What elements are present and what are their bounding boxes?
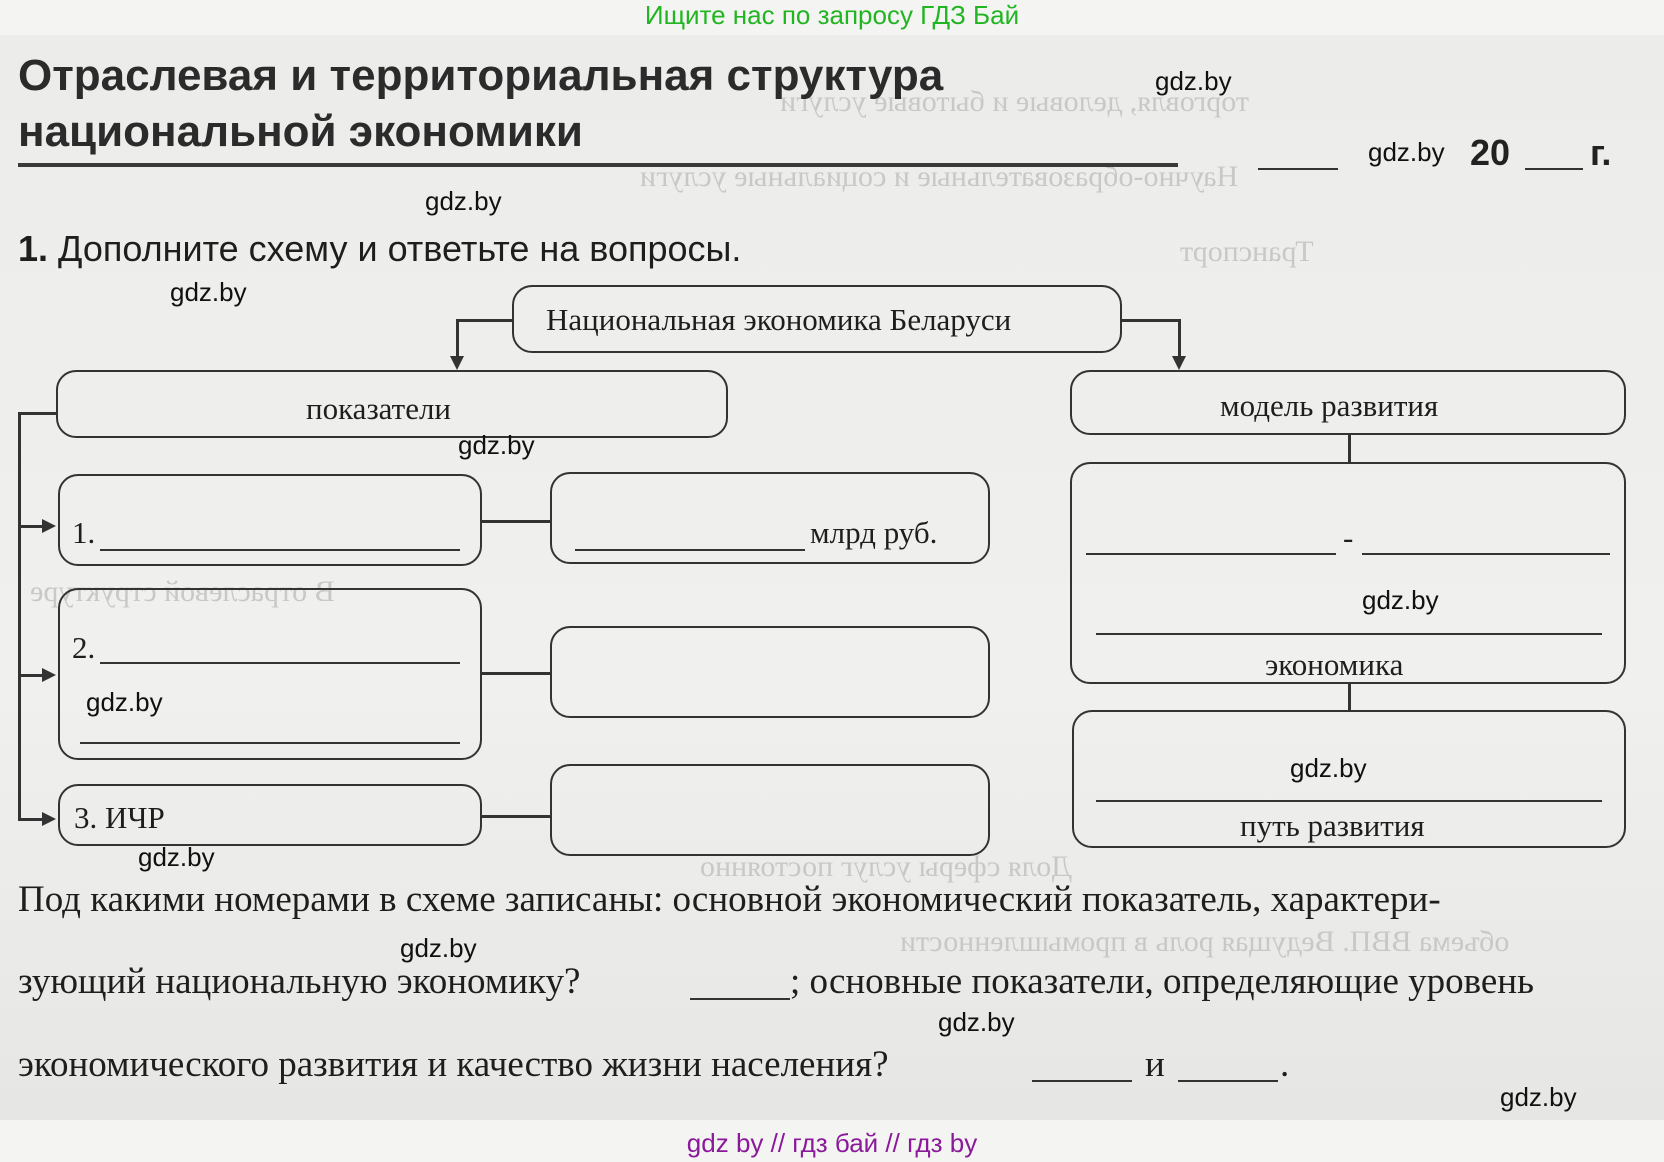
watermark: gdz.by [400,933,477,963]
connector [482,815,550,818]
watermark: gdz.by [425,186,502,216]
value-3-box[interactable] [550,764,990,856]
search-banner: Ищите нас по запросу ГДЗ Бай [644,0,1020,30]
bleed-through-text: объема ВВП. Ведущая роль в промышленност… [900,925,1510,958]
arrow-right-icon [42,668,56,682]
model-type-box [1070,462,1626,684]
indicator-2-blank[interactable] [100,662,460,664]
bleed-through-text: Транспорт [1180,235,1314,268]
connector [18,412,58,415]
watermark: gdz.by [1368,137,1445,167]
connector [18,674,44,677]
development-path-blank[interactable] [1096,800,1602,802]
question-line-2a: зующий национальную экономику? [18,961,581,1002]
year-prefix: 20 [1470,132,1511,173]
arrow-down-icon [450,356,464,370]
watermark: gdz.by [1500,1082,1577,1112]
model-type-blank-2[interactable] [1362,553,1610,555]
footer-watermark: gdz by // гдз бай // гдз by [686,1128,978,1158]
indicator-1-blank[interactable] [100,549,460,551]
page-title-line1: Отраслевая и территориальная структура [18,51,944,100]
indicator-2-box [58,588,482,760]
arrow-right-icon [42,812,56,826]
connector [1348,435,1351,463]
answer-blank-indicator-a[interactable] [1032,1080,1132,1082]
title-underline [18,163,1178,167]
development-path-box [1072,710,1626,848]
year-suffix: г. [1590,132,1612,173]
value-1-box [550,472,990,564]
year-blank-line [1258,168,1338,170]
connector [456,319,514,322]
watermark: gdz.by [138,842,215,872]
connector [1178,319,1181,359]
answer-blank-main-indicator[interactable] [690,998,790,1000]
indicator-1-box [58,474,482,566]
indicator-3-box [58,784,482,846]
development-model-label: модель развития [1220,388,1439,423]
watermark: gdz.by [458,430,535,460]
watermark: gdz.by [1362,585,1439,615]
indicator-3-label: 3. ИЧР [74,800,165,835]
indicator-2-label: 2. [72,630,96,665]
model-type-dash: - [1343,520,1354,555]
workbook-page: торговля, деловые и бытовые услуги Научн… [0,35,1664,1120]
question-line-1: Под какими номерами в схеме записаны: ос… [18,879,1441,920]
task-number: 1. [18,228,49,269]
task-heading: 1. Дополните схему и ответьте на вопросы… [18,228,741,270]
question-and: и [1145,1044,1165,1085]
indicator-2-blank-2[interactable] [80,742,460,744]
question-line-2b: ; основные показатели, определяющие уров… [790,961,1534,1002]
scheme-root-label: Национальная экономика Беларуси [546,302,1012,337]
connector [18,525,44,528]
value-1-blank[interactable] [575,549,805,551]
connector [1348,684,1351,710]
development-model-box [1070,370,1626,435]
indicator-1-label: 1. [72,515,96,550]
model-type-blank-3[interactable] [1096,633,1602,635]
answer-blank-indicator-b[interactable] [1178,1080,1278,1082]
task-text: Дополните схему и ответьте на вопросы. [58,228,742,269]
model-type-blank-1[interactable] [1086,553,1336,555]
indicators-label: показатели [306,391,452,426]
value-1-unit: млрд руб. [810,515,938,550]
question-line-3a: экономического развития и качество жизни… [18,1044,889,1085]
development-path-label: путь развития [1240,808,1425,843]
connector [482,672,550,675]
indicators-box [56,370,728,438]
model-type-label: экономика [1265,647,1404,682]
value-2-box[interactable] [550,626,990,718]
connector [18,818,44,821]
arrow-down-icon [1172,356,1186,370]
year-suffix-blank[interactable] [1525,168,1583,170]
connector [1120,319,1180,322]
watermark: gdz.by [1290,753,1367,783]
question-end: . [1280,1044,1290,1085]
watermark: gdz.by [170,277,247,307]
watermark: gdz.by [938,1007,1015,1037]
left-spine-connector [18,412,21,820]
arrow-right-icon [42,519,56,533]
connector [482,520,550,523]
connector [456,319,459,359]
watermark: gdz.by [1155,66,1232,96]
watermark: gdz.by [86,687,163,717]
page-title-line2: национальной экономики [18,107,583,156]
